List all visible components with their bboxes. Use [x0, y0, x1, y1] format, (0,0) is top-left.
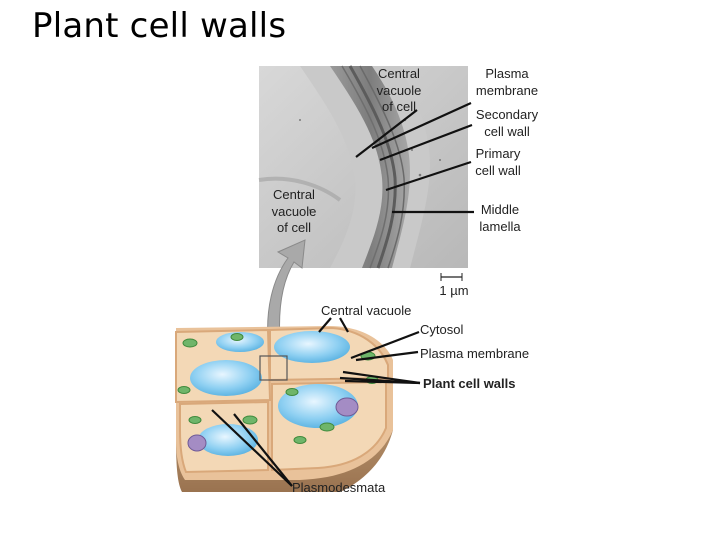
label-cytosol: Cytosol — [420, 322, 464, 337]
label-plant-cell-walls: Plant cell walls — [423, 376, 516, 391]
label-plasma-membrane-drawing: Plasma membrane — [420, 346, 530, 361]
label-middle-lamella: Middle lamella — [479, 202, 521, 234]
label-central-vacuole-drawing: Central vacuole — [321, 303, 412, 318]
electron-micrograph — [258, 65, 468, 269]
label-central-vacuole-left: Central vacuole of cell — [271, 187, 317, 235]
micrograph-leader-lines — [355, 101, 474, 214]
label-scale-bar: 1 µm — [439, 283, 469, 298]
magnification-arrow — [267, 239, 306, 341]
cell-tissue-drawing — [175, 326, 393, 492]
label-plasma-membrane-micrograph: Plasma membrane — [475, 66, 539, 98]
label-central-vacuole-top: Central vacuole of cell — [376, 66, 422, 114]
page-title: Plant cell walls — [32, 6, 287, 46]
drawing-leader-lines — [211, 317, 421, 487]
label-primary-cell-wall: Primary cell wall — [475, 146, 521, 178]
label-plasmodesmata: Plasmodesmata — [292, 480, 386, 495]
label-secondary-cell-wall: Secondary cell wall — [475, 107, 539, 139]
